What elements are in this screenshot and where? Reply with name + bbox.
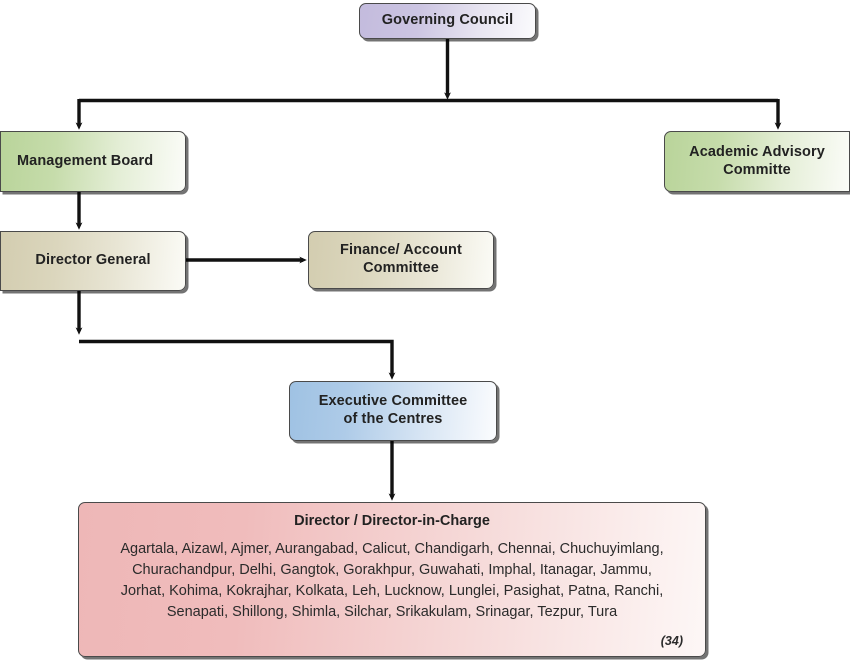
node-governing-council[interactable]: Governing Council [359,3,536,39]
node-finance-account-committee[interactable]: Finance/ Account Committee [308,231,494,289]
node-management-board[interactable]: Management Board [0,131,186,192]
node-director-in-charge-centres-list: Agartala, Aizawl, Ajmer, Aurangabad, Cal… [120,541,664,621]
node-director-general-label: Director General [35,252,151,269]
node-academic-advisory-committee-label: Academic Advisory Committe [689,143,825,178]
node-finance-account-committee-label: Finance/ Account Committee [340,242,462,276]
node-academic-advisory-committee[interactable]: Academic Advisory Committe [664,131,850,192]
node-director-general[interactable]: Director General [0,231,186,291]
node-governing-council-label: Governing Council [381,12,514,29]
node-director-in-charge-count: (34) [660,634,683,648]
node-director-in-charge-title: Director / Director-in-Charge [294,513,490,529]
node-executive-committee-of-the-centres[interactable]: Executive Committee of the Centres [289,381,497,441]
node-executive-committee-label: Executive Committee of the Centres [318,393,468,427]
node-management-board-label: Management Board [17,152,154,169]
edge-director-general-to-executive-committee [79,339,396,380]
node-director-in-charge[interactable]: Director / Director-in-Charge Agartala, … [78,502,706,657]
